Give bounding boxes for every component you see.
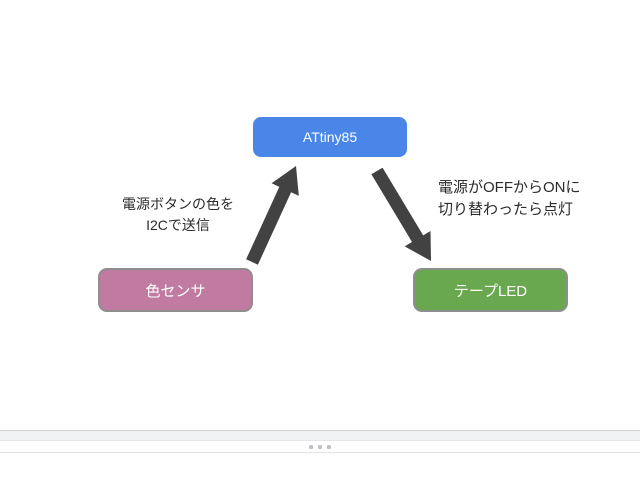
arrow-attiny85-to-led[interactable]	[371, 167, 431, 261]
drag-handle-dot	[318, 444, 322, 449]
annotation-i2c-send[interactable]: 電源ボタンの色を I2Cで送信	[103, 194, 253, 236]
arrow-sensor-to-attiny85[interactable]	[246, 166, 299, 265]
node-tape-led[interactable]: テープLED	[413, 268, 568, 312]
drag-handle-dot	[309, 444, 313, 449]
annotation-line: 電源ボタンの色を	[122, 196, 234, 212]
annotation-power-on-light[interactable]: 電源がOFFからONに 切り替わったら点灯	[438, 177, 618, 221]
node-attiny85-label: ATtiny85	[302, 129, 358, 145]
node-color-sensor[interactable]: 色センサ	[98, 268, 253, 312]
node-tape-led-label: テープLED	[453, 282, 528, 300]
node-color-sensor-label: 色センサ	[145, 282, 206, 300]
node-attiny85[interactable]: ATtiny85	[253, 117, 407, 157]
panel-resize-strip	[0, 441, 640, 453]
drag-handle-icon[interactable]	[309, 444, 331, 449]
drag-handle-dot	[327, 444, 331, 449]
annotation-line: 切り替わったら点灯	[438, 201, 574, 218]
horizontal-scrollbar[interactable]	[0, 430, 640, 441]
annotation-line: 電源がOFFからONに	[438, 179, 581, 196]
annotation-line: I2Cで送信	[146, 217, 210, 233]
